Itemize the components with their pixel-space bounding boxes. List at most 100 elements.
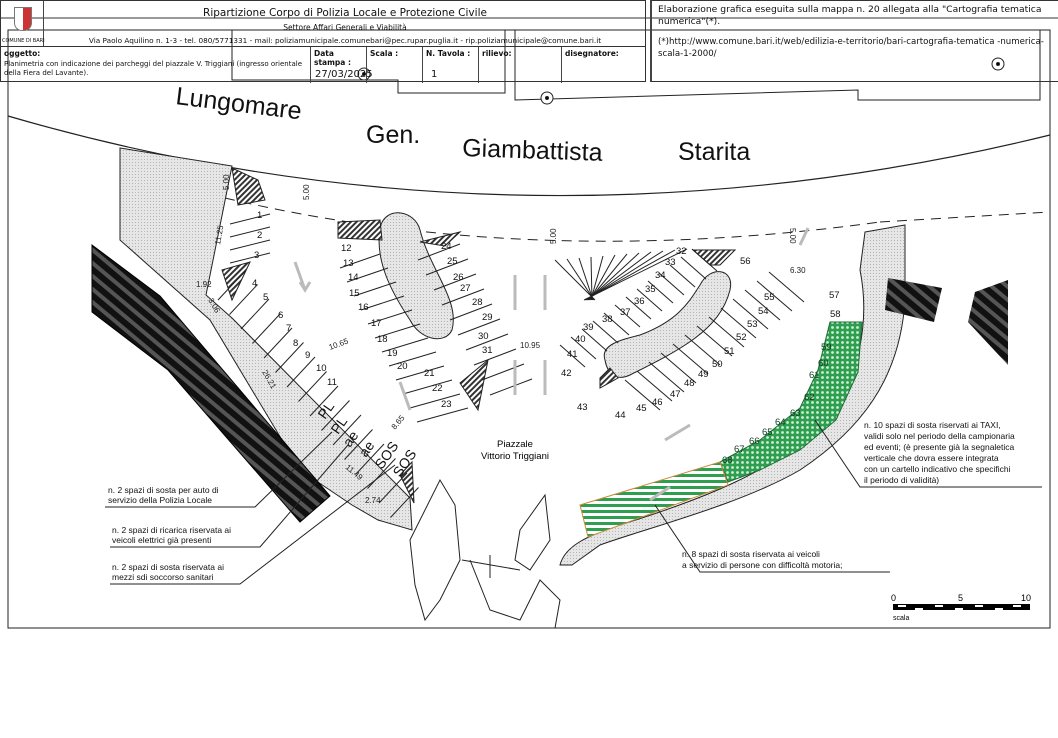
stall-number-48: 48	[684, 378, 695, 389]
road-edge	[7, 115, 1051, 197]
svg-text:scala: scala	[893, 615, 909, 622]
dimension-label: 11.25	[213, 224, 225, 245]
cartography-source-url: (*)http://www.comune.bari.it/web/edilizi…	[658, 37, 1044, 59]
stall-number-26: 26	[453, 272, 464, 283]
dimension-label: 2.74	[365, 496, 381, 505]
stall-number-64: 64	[775, 417, 786, 428]
stall-divider	[457, 318, 501, 336]
svg-text:servizio della Polizia Locale: servizio della Polizia Locale	[108, 495, 212, 505]
stall-number-68: 68	[722, 455, 733, 466]
dimension-label: 6.30	[790, 266, 806, 275]
hatched-island	[399, 460, 415, 504]
stall-number-10: 10	[316, 363, 327, 374]
west-building	[91, 244, 331, 523]
stall-number-1: 1	[257, 210, 262, 221]
stall-number-65: 65	[762, 427, 773, 438]
stall-number-63: 63	[790, 408, 801, 419]
stall-divider	[669, 264, 696, 288]
stall-divider	[625, 296, 652, 320]
scale-bar: 0 5 10 scala	[891, 593, 1031, 622]
title-block: COMUNE DI BARI Ripartizione Corpo di Pol…	[0, 0, 646, 83]
stall-number-36: 36	[634, 296, 645, 307]
svg-text:con un cartello indicativo che: con un cartello indicativo che specifich…	[864, 464, 1011, 474]
callout-police: n. 2 spazi di sosta per auto diservizio …	[105, 431, 333, 508]
stall-divider	[708, 316, 745, 348]
stall-number-16: 16	[358, 302, 369, 313]
stall-divider	[581, 328, 608, 352]
stall-divider	[229, 284, 258, 315]
stall-divider	[592, 320, 619, 344]
svg-text:Vittorio Triggiani: Vittorio Triggiani	[481, 451, 549, 462]
stall-divider	[298, 371, 327, 402]
stall-divider	[252, 313, 281, 344]
stall-number-37: 37	[620, 307, 631, 318]
stall-divider	[275, 342, 304, 373]
stall-number-30: 30	[478, 331, 489, 342]
buildings-north	[231, 29, 1041, 105]
stall-divider	[425, 258, 469, 276]
stall-number-25: 25	[447, 256, 458, 267]
svg-text:n. 2 spazi di sosta per auto d: n. 2 spazi di sosta per auto di	[108, 485, 219, 495]
stall-divider	[465, 333, 509, 351]
stall-number-7: 7	[286, 323, 291, 334]
subject-cell: oggetto: Planimetria con indicazione dei…	[1, 47, 311, 83]
stall-number-29: 29	[482, 312, 493, 323]
stall-number-60: 60	[818, 358, 829, 369]
stall-number-35: 35	[645, 284, 656, 295]
drawer-cell: disegnatore:	[562, 47, 645, 83]
dimension-label: 5.00	[222, 174, 231, 190]
stall-number-47: 47	[670, 389, 681, 400]
coat-of-arms-icon	[14, 7, 32, 31]
dimension-label: 5.00	[549, 228, 558, 244]
svg-text:5: 5	[958, 593, 963, 603]
stall-number-54: 54	[758, 306, 769, 317]
stall-divider	[473, 348, 517, 366]
stall-divider	[321, 400, 350, 431]
stall-divider	[696, 325, 733, 357]
date-cell: Data stampa :27/03/2025	[311, 47, 373, 83]
stall-numbers: 1234567891011121314151617181920212223242…	[252, 210, 841, 466]
stall-number-6: 6	[278, 310, 283, 321]
stall-divider	[360, 295, 405, 311]
stall-number-9: 9	[305, 350, 310, 361]
stall-divider	[374, 323, 421, 339]
stall-number-18: 18	[377, 334, 388, 345]
sheet-number: 1	[431, 69, 438, 80]
date-label: Data stampa :	[314, 49, 351, 67]
stall-divider	[660, 352, 697, 384]
stall-number-39: 39	[583, 322, 594, 333]
stall-divider	[554, 259, 596, 301]
stall-number-56: 56	[740, 256, 751, 267]
svg-text:il periodo di validità): il periodo di validità)	[864, 475, 939, 485]
org-address: Via Paolo Aquilino n. 1-3 - tel. 080/577…	[88, 36, 602, 45]
square-name: Piazzale Vittorio Triggiani	[481, 439, 549, 462]
traffic-island-west	[378, 212, 454, 340]
stall-number-4: 4	[252, 278, 257, 289]
stall-divider	[590, 256, 593, 301]
stall-number-28: 28	[472, 297, 483, 308]
stall-number-51: 51	[724, 346, 735, 357]
stall-number-55: 55	[764, 292, 775, 303]
stall-divider	[481, 363, 525, 381]
callouts: n. 2 spazi di sosta per auto diservizio …	[105, 419, 1042, 585]
stall-divider	[489, 378, 533, 396]
stall-divider	[720, 307, 757, 339]
stall-number-14: 14	[348, 272, 359, 283]
stall-number-17: 17	[371, 318, 382, 329]
scale-cell: Scala :	[367, 47, 423, 83]
svg-text:veicoli elettrici già presenti: veicoli elettrici già presenti	[112, 535, 211, 545]
stall-number-44: 44	[615, 410, 626, 421]
stall-number-21: 21	[424, 368, 435, 379]
stall-divider	[672, 343, 709, 375]
stall-divider	[603, 312, 630, 336]
dimension-label: 10.95	[520, 341, 541, 350]
stall-divider	[449, 303, 493, 321]
stall-number-2: 2	[257, 230, 262, 241]
stall-number-66: 66	[749, 436, 760, 447]
stall-divider	[229, 252, 271, 264]
stall-number-59: 59	[821, 342, 832, 353]
dimension-label: 5.00	[302, 184, 311, 200]
sheet-label: N. Tavola :	[426, 49, 471, 58]
stall-number-19: 19	[387, 348, 398, 359]
